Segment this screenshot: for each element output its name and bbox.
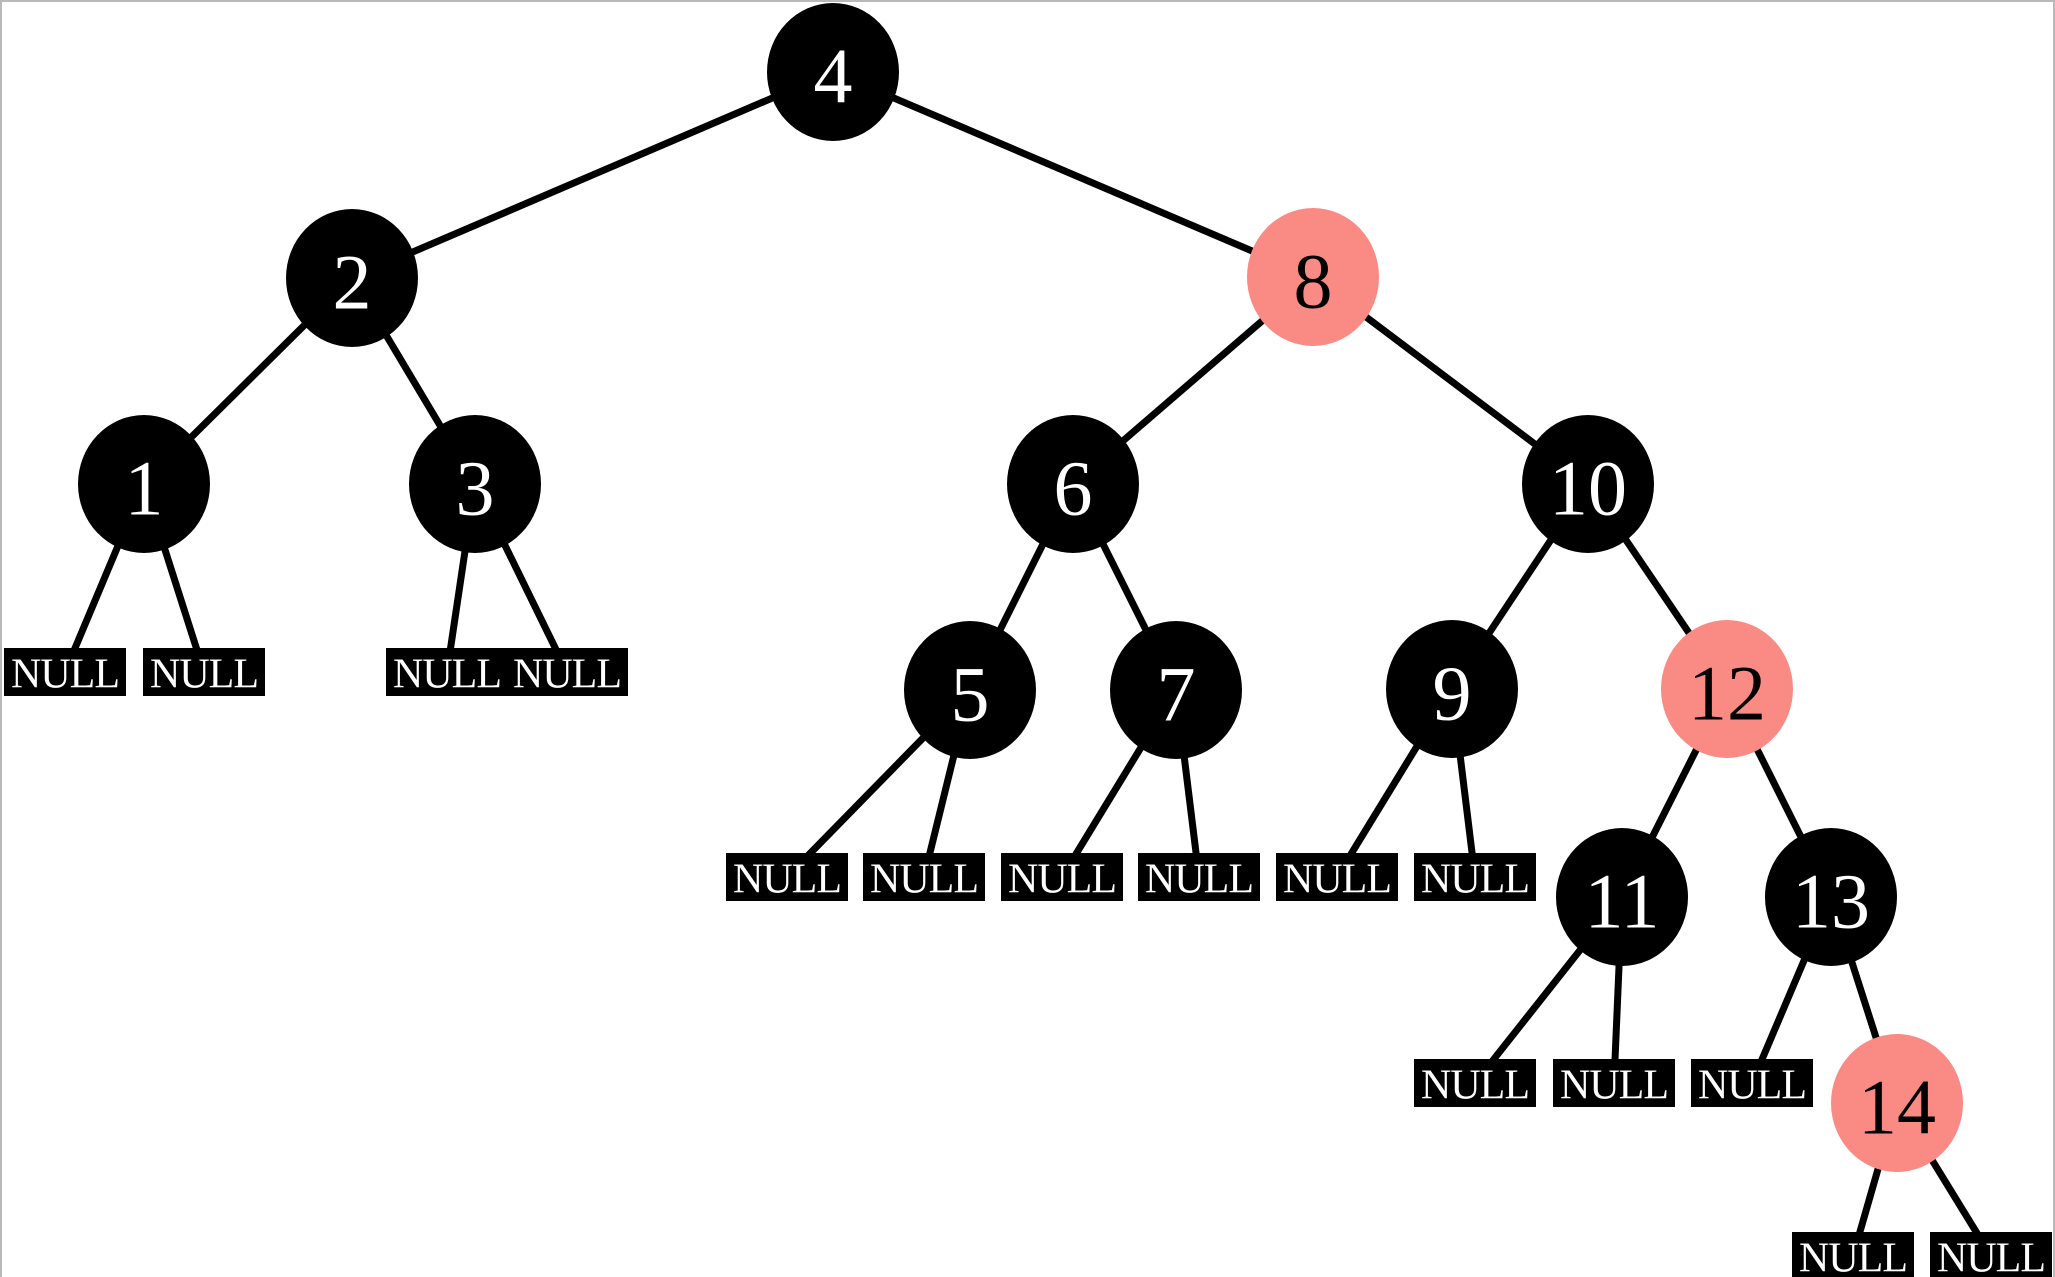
- null-leaf-label: NULL: [733, 857, 841, 903]
- null-leaf-box: [506, 648, 628, 696]
- tree-node-label-2: 2: [333, 238, 372, 325]
- null-leaf-box: [1138, 853, 1260, 901]
- tree-node-label-8: 8: [1294, 237, 1333, 324]
- null-leaf-box: [1553, 1059, 1675, 1107]
- null-leaf-box: [4, 648, 126, 696]
- tree-node-circle-10: [1522, 415, 1654, 553]
- tree-node-circle-2: [286, 209, 418, 347]
- tree-node-label-13: 13: [1792, 857, 1870, 944]
- tree-node-label-3: 3: [456, 444, 495, 531]
- null-leaf-box: [726, 853, 848, 901]
- null-leaf-label: NULL: [150, 652, 258, 698]
- null-leaf-label: NULL: [1698, 1063, 1806, 1109]
- null-leaf-label: NULL: [1008, 857, 1116, 903]
- tree-node-label-5: 5: [951, 650, 990, 737]
- null-leaf-box: [1792, 1232, 1914, 1277]
- null-leaf-label: NULL: [393, 652, 501, 698]
- tree-node-label-10: 10: [1549, 444, 1627, 531]
- null-leaf-label: NULL: [11, 652, 119, 698]
- tree-node-circle-11: [1556, 828, 1688, 966]
- null-leaf-box: [386, 648, 508, 696]
- null-leaf-label: NULL: [1283, 857, 1391, 903]
- null-leaf-label: NULL: [1145, 857, 1253, 903]
- null-leaf-box: [1414, 1059, 1536, 1107]
- tree-node-circle-4: [767, 3, 899, 141]
- tree-node-circle-8: [1247, 208, 1379, 346]
- null-leaf-label: NULL: [1937, 1236, 2045, 1277]
- tree-node-label-12: 12: [1688, 649, 1766, 736]
- null-leaf-label: NULL: [1421, 1063, 1529, 1109]
- null-leaf-box: [1414, 853, 1536, 901]
- null-leaf-box: [863, 853, 985, 901]
- tree-node-circle-1: [78, 415, 210, 553]
- tree-node-circle-5: [904, 621, 1036, 759]
- null-leaf-box: [143, 648, 265, 696]
- null-leaf-label: NULL: [1560, 1063, 1668, 1109]
- null-leaf-label: NULL: [870, 857, 978, 903]
- tree-node-label-14: 14: [1858, 1063, 1936, 1150]
- tree-node-circle-9: [1386, 620, 1518, 758]
- tree-node-circle-13: [1765, 828, 1897, 966]
- null-leaf-label: NULL: [513, 652, 621, 698]
- tree-edge: [350, 68, 835, 282]
- tree-node-circle-14: [1831, 1034, 1963, 1172]
- tree-node-circle-3: [409, 415, 541, 553]
- tree-edge: [831, 68, 1315, 281]
- tree-node-circle-6: [1007, 415, 1139, 553]
- null-leaf-box: [1001, 853, 1123, 901]
- tree-node-circle-7: [1110, 621, 1242, 759]
- tree-node-label-7: 7: [1157, 650, 1196, 737]
- tree-node-circle-12: [1661, 620, 1793, 758]
- tree-node-label-1: 1: [125, 444, 164, 531]
- tree-node-label-4: 4: [814, 32, 853, 119]
- tree-node-label-11: 11: [1584, 857, 1659, 944]
- null-leaf-label: NULL: [1421, 857, 1529, 903]
- null-leaf-label: NULL: [1799, 1236, 1907, 1277]
- null-leaf-box: [1930, 1232, 2052, 1277]
- null-leaf-box: [1276, 853, 1398, 901]
- tree-node-label-9: 9: [1433, 649, 1472, 736]
- tree-node-label-6: 6: [1054, 444, 1093, 531]
- null-leaf-box: [1691, 1059, 1813, 1107]
